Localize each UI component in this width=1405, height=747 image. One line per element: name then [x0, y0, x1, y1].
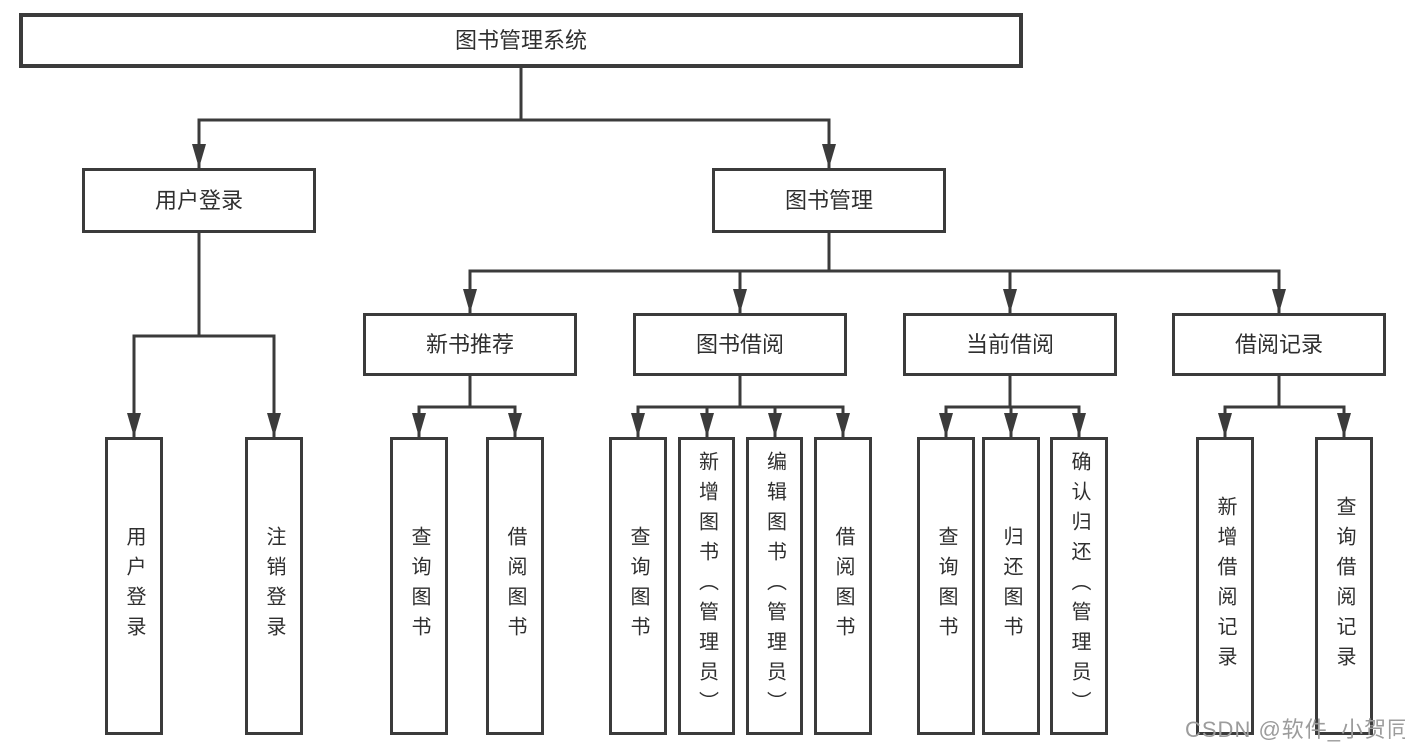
leaf-query-books-current: 查询图书	[917, 437, 975, 735]
node-current-borrow: 当前借阅	[903, 313, 1117, 376]
node-user-login-label: 用户登录	[154, 187, 243, 213]
leaf-add-book-admin-label: 新增图书（管理员）	[695, 451, 718, 721]
node-current-borrow-label: 当前借阅	[965, 331, 1054, 357]
csdn-watermark: CSDN @软件_小贺同学	[1185, 717, 1405, 742]
leaf-query-books-borrow-label: 查询图书	[627, 526, 649, 646]
connector-new-book-children	[412, 376, 522, 437]
leaf-user-login: 用户登录	[105, 437, 163, 735]
leaf-logout-label: 注销登录	[263, 526, 285, 646]
leaf-return-book: 归还图书	[982, 437, 1040, 735]
connector-current-borrow-children	[939, 376, 1086, 437]
leaf-query-books-borrow: 查询图书	[609, 437, 667, 735]
leaf-confirm-return-admin: 确认归还（管理员）	[1050, 437, 1108, 735]
node-root: 图书管理系统	[19, 13, 1023, 68]
node-new-book-recommend: 新书推荐	[363, 313, 577, 376]
leaf-user-login-label: 用户登录	[123, 526, 145, 646]
leaf-query-borrow-record: 查询借阅记录	[1315, 437, 1373, 735]
leaf-query-books-recommend: 查询图书	[390, 437, 448, 735]
leaf-borrow-books-recommend: 借阅图书	[486, 437, 544, 735]
leaf-query-books-recommend-label: 查询图书	[408, 526, 430, 646]
node-new-book-recommend-label: 新书推荐	[425, 331, 514, 357]
leaf-edit-book-admin: 编辑图书（管理员）	[746, 437, 803, 735]
connector-book-mgmt-to-level3	[463, 233, 1286, 313]
leaf-add-book-admin: 新增图书（管理员）	[678, 437, 735, 735]
connector-book-borrow-children	[631, 376, 850, 437]
leaf-add-borrow-record: 新增借阅记录	[1196, 437, 1254, 735]
node-borrow-records-label: 借阅记录	[1234, 331, 1323, 357]
leaf-add-borrow-record-label: 新增借阅记录	[1214, 496, 1236, 676]
connector-root-to-level2	[192, 68, 836, 168]
leaf-borrow-books-recommend-label: 借阅图书	[504, 526, 526, 646]
node-book-management: 图书管理	[712, 168, 946, 233]
leaf-borrow-books: 借阅图书	[814, 437, 872, 735]
node-root-label: 图书管理系统	[454, 27, 587, 53]
leaf-logout: 注销登录	[245, 437, 303, 735]
leaf-borrow-books-label: 借阅图书	[832, 526, 854, 646]
node-book-management-label: 图书管理	[784, 187, 873, 213]
leaf-query-borrow-record-label: 查询借阅记录	[1333, 496, 1355, 676]
connector-user-login-children	[127, 233, 281, 437]
leaf-query-books-current-label: 查询图书	[935, 526, 957, 646]
node-book-borrow: 图书借阅	[633, 313, 847, 376]
node-user-login: 用户登录	[82, 168, 316, 233]
connector-borrow-records-children	[1218, 376, 1351, 437]
node-book-borrow-label: 图书借阅	[695, 331, 784, 357]
leaf-return-book-label: 归还图书	[1000, 526, 1022, 646]
leaf-confirm-return-admin-label: 确认归还（管理员）	[1068, 451, 1090, 721]
node-borrow-records: 借阅记录	[1172, 313, 1386, 376]
leaf-edit-book-admin-label: 编辑图书（管理员）	[763, 451, 786, 721]
